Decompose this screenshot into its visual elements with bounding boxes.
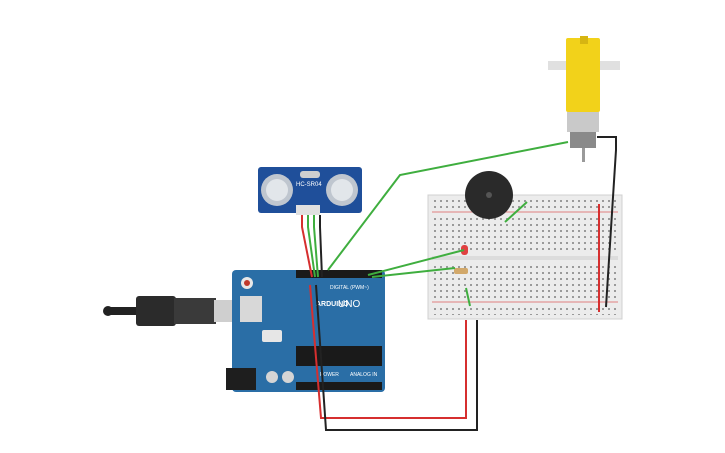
buzzer-icon[interactable] <box>465 171 513 219</box>
analog-header-label: ANALOG IN <box>350 372 378 378</box>
resistor-icon[interactable] <box>454 268 468 274</box>
arduino-model: UNO <box>338 299 360 310</box>
led-icon[interactable] <box>461 245 468 255</box>
dc-motor-icon[interactable] <box>548 36 620 162</box>
breadboard[interactable] <box>427 194 623 320</box>
ultrasonic-sensor[interactable]: HC-SR04 <box>258 167 362 215</box>
digital-header-label: DIGITAL (PWM~) <box>330 285 369 291</box>
arduino-uno-board[interactable]: ARDUINO UNO DIGITAL (PWM~) POWER ANALOG … <box>226 270 385 392</box>
sensor-model: HC-SR04 <box>296 182 322 188</box>
arduino-brand: ARDUINO <box>316 301 349 308</box>
wires[interactable] <box>301 136 617 431</box>
power-header-label: POWER <box>320 372 339 378</box>
usb-cable-icon[interactable] <box>103 296 244 326</box>
